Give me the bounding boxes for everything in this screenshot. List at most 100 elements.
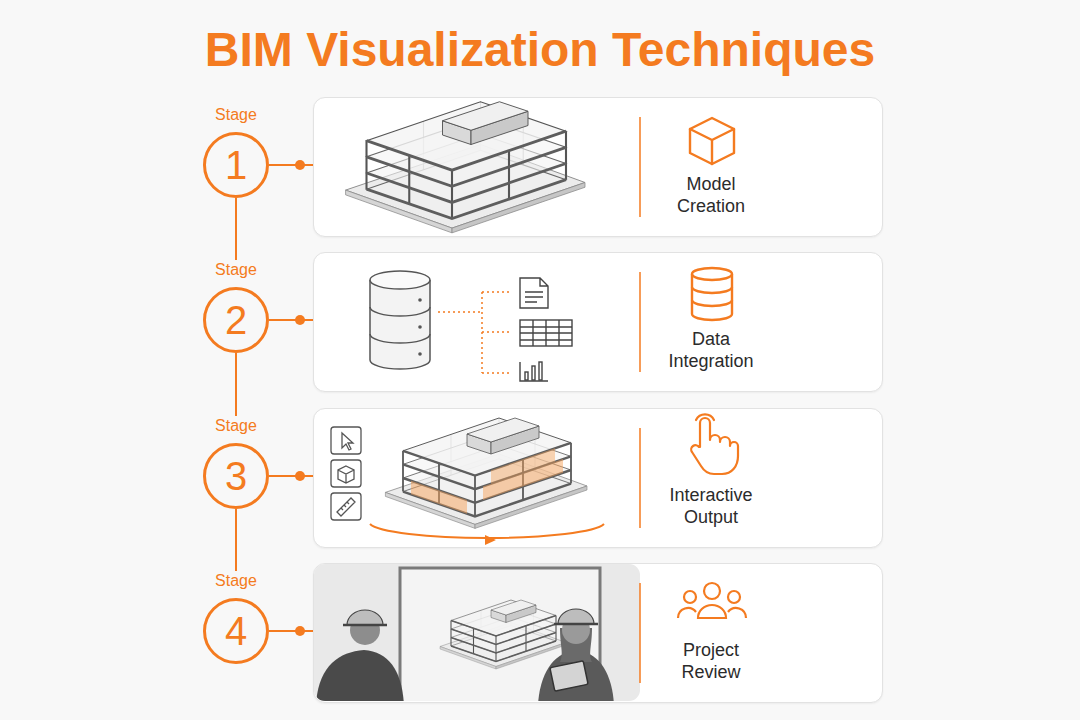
engineer-figure xyxy=(560,628,592,662)
stage-connector xyxy=(235,509,237,571)
stage-marker: Stage 1 xyxy=(203,105,269,198)
engineer-figure xyxy=(550,661,588,692)
people-icon xyxy=(698,605,726,618)
connector-dot xyxy=(295,471,305,481)
stage-connector xyxy=(269,164,313,166)
table-icon xyxy=(520,320,572,346)
database-illustration xyxy=(418,325,422,329)
photo-ground xyxy=(314,564,640,701)
engineer-figure xyxy=(538,650,614,701)
stage-circle: 4 xyxy=(203,598,269,664)
orbit-arrowhead xyxy=(485,535,496,545)
stage-number: 1 xyxy=(225,145,247,185)
stage-number: 2 xyxy=(225,300,247,340)
review-photo xyxy=(314,564,640,701)
interactive-building xyxy=(385,418,587,528)
stage-connector xyxy=(269,475,313,477)
engineer-figure xyxy=(343,624,387,627)
engineer-figure xyxy=(554,623,598,626)
stage-circle-outline xyxy=(205,600,268,663)
highlight-window xyxy=(483,459,563,500)
chart-icon xyxy=(539,362,542,380)
stage-label: Stage xyxy=(203,260,269,280)
stage-number: 3 xyxy=(225,456,247,496)
connector-dot xyxy=(295,315,305,325)
orbit-arc xyxy=(370,524,604,538)
database-illustration xyxy=(370,307,430,343)
engineer-figure xyxy=(538,609,614,701)
display-screen xyxy=(400,568,600,701)
chart-icon xyxy=(525,372,528,380)
database-icon xyxy=(692,268,732,320)
database-illustration xyxy=(370,280,430,369)
database-icon xyxy=(692,287,732,306)
card-divider xyxy=(639,583,641,683)
people-icon xyxy=(678,608,696,618)
card-divider xyxy=(639,272,641,372)
stage-circle-outline xyxy=(205,445,268,508)
tool-icons xyxy=(337,498,355,516)
building-illustration xyxy=(346,102,585,233)
card-label-block: Interactive Output xyxy=(655,484,767,528)
hand-pointer-icon xyxy=(696,414,714,420)
stage-card: Project Review xyxy=(313,563,883,703)
document-icon xyxy=(520,278,548,308)
card-label: Project Review xyxy=(655,639,767,683)
stage-circle-outline xyxy=(205,289,268,352)
card-divider xyxy=(639,117,641,217)
connector-dot xyxy=(295,160,305,170)
document-icon xyxy=(520,278,548,308)
diagram-title: BIM Visualization Techniques xyxy=(0,22,1080,78)
chart-icon xyxy=(520,362,548,381)
stage-circle: 1 xyxy=(203,132,269,198)
chart-icon xyxy=(520,362,548,381)
card-label: Model Creation xyxy=(655,173,767,217)
database-illustration xyxy=(370,271,430,369)
people-icon xyxy=(728,608,746,618)
stage-connector xyxy=(269,630,313,632)
stage-number: 4 xyxy=(225,611,247,651)
cube-icon xyxy=(690,118,734,164)
card-label-block: Data Integration xyxy=(655,328,767,372)
tool-icons xyxy=(331,427,361,454)
stage-marker: Stage 4 xyxy=(203,571,269,664)
stage-circle-outline xyxy=(205,134,268,197)
stage-marker: Stage 2 xyxy=(203,260,269,353)
engineer-figure xyxy=(347,610,383,625)
stage-circle: 2 xyxy=(203,287,269,353)
highlight-window xyxy=(491,448,555,484)
card-label: Data Integration xyxy=(655,328,767,372)
people-icon xyxy=(728,591,740,603)
stage-card: Model Creation xyxy=(313,97,883,237)
connector-dot xyxy=(295,626,305,636)
stage-connector xyxy=(235,198,237,260)
database-illustration xyxy=(370,271,430,289)
stage-marker: Stage3 xyxy=(203,416,269,509)
stage-label: Stage xyxy=(203,571,269,591)
database-illustration xyxy=(418,352,422,356)
tool-icons xyxy=(331,427,361,520)
chart-icon xyxy=(532,366,535,380)
building-illustration xyxy=(440,600,566,669)
hand-pointer-icon xyxy=(691,418,738,474)
database-illustration xyxy=(418,298,422,302)
database-icon xyxy=(692,268,732,280)
engineer-figure xyxy=(558,609,594,624)
people-icon xyxy=(684,591,696,603)
table-icon xyxy=(520,320,572,346)
tool-icons xyxy=(331,493,361,520)
highlight-window xyxy=(411,481,467,514)
card-divider xyxy=(639,117,641,683)
stage-label: Stage xyxy=(203,105,269,125)
tool-icons xyxy=(331,460,361,487)
data-flow-lines xyxy=(438,292,510,373)
engineer-figure xyxy=(350,615,380,645)
table-icon xyxy=(520,320,572,346)
cube-icon xyxy=(690,118,734,164)
tool-icons xyxy=(342,433,353,450)
card-divider xyxy=(639,428,641,528)
stage-connector xyxy=(269,319,313,321)
database-icon xyxy=(692,274,732,320)
